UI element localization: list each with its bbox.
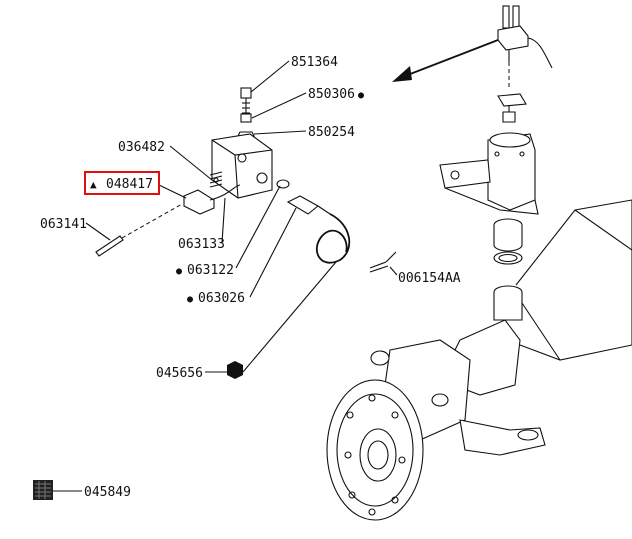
steering-knuckle	[370, 285, 546, 456]
direction-arrow	[392, 39, 499, 82]
upper-mount-housing	[439, 132, 539, 215]
wheel-hub	[326, 379, 424, 521]
label-850306-dot: ●	[358, 90, 364, 101]
clip-063122	[276, 179, 290, 189]
sensor-assembly-top	[497, 5, 553, 90]
small-nut	[502, 111, 516, 123]
label-850306[interactable]: 850306	[308, 87, 355, 102]
sensor-bracket-036482	[211, 133, 273, 199]
callout-labels: 851364 850306 ● 850254 036482 ▲ 048417 0…	[40, 55, 461, 500]
label-063133[interactable]: 063133	[178, 237, 225, 252]
small-plate	[497, 93, 527, 107]
label-063122[interactable]: 063122	[187, 263, 234, 278]
snap-ring	[493, 251, 523, 265]
label-045656[interactable]: 045656	[156, 366, 203, 381]
spring	[209, 171, 223, 188]
leader-lines	[53, 60, 398, 492]
connector-063026	[286, 195, 331, 215]
label-063122-dot: ●	[176, 266, 182, 277]
label-048417-triangle: ▲	[90, 178, 97, 191]
hex-nut-045656	[227, 361, 243, 379]
highlight-box	[84, 171, 160, 195]
sensor-cable	[316, 213, 351, 264]
label-036482[interactable]: 036482	[118, 140, 165, 155]
axle-beam	[515, 199, 632, 361]
bushing	[493, 218, 523, 252]
label-063026[interactable]: 063026	[198, 291, 245, 306]
label-063026-dot: ●	[187, 294, 193, 305]
sensor-048417	[183, 184, 241, 215]
label-048417[interactable]: 048417	[106, 177, 153, 192]
label-850254[interactable]: 850254	[308, 125, 355, 140]
part-045849	[33, 480, 53, 500]
washer-850306	[240, 113, 252, 123]
pin-063141	[95, 203, 183, 257]
label-063141[interactable]: 063141	[40, 217, 87, 232]
cable-tie-006154AA	[369, 251, 397, 273]
label-006154AA[interactable]: 006154AA	[398, 271, 461, 286]
label-851364[interactable]: 851364	[291, 55, 338, 70]
label-045849[interactable]: 045849	[84, 485, 131, 500]
